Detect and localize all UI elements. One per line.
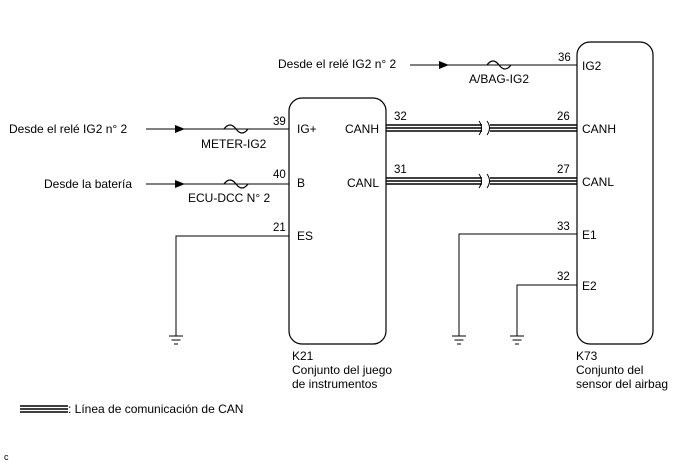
- k21-desc-line2: de instrumentos: [292, 377, 377, 391]
- k73-term-canh: CANH: [582, 122, 616, 136]
- k21-term-ig-plus: IG+: [297, 122, 317, 136]
- k21-pin-es: 21: [273, 222, 286, 234]
- fuse-ecu-dcc-label: ECU-DCC N° 2: [188, 191, 270, 205]
- k21-pin-b: 40: [273, 169, 286, 181]
- source-ig2-left: Desde el relé IG2 n° 2: [9, 122, 128, 136]
- wire-e1-ground: [458, 233, 577, 336]
- can-h-break: [478, 120, 490, 136]
- k21-term-b: B: [297, 176, 305, 190]
- can-h-bundle: [386, 124, 577, 132]
- k21-term-es: ES: [297, 229, 313, 243]
- k73-code: K73: [576, 349, 598, 363]
- k21-term-canh: CANH: [345, 122, 379, 136]
- k73-pin-canh: 26: [557, 111, 570, 123]
- k21-pin-ig-plus: 39: [273, 116, 286, 128]
- fuse-meter-ig2-label: METER-IG2: [201, 137, 267, 151]
- fuse-abag-ig2: [486, 60, 512, 70]
- can-l-break: [478, 173, 490, 189]
- k21-box: [288, 97, 387, 345]
- source-battery: Desde la batería: [44, 177, 132, 191]
- can-l-bundle: [386, 177, 577, 185]
- wire-es-ground: [175, 235, 289, 336]
- k21-desc-line1: Conjunto del juego: [292, 363, 392, 377]
- k21-pin-canh: 32: [394, 111, 407, 123]
- k73-pin-e2: 32: [557, 271, 570, 283]
- fuse-abag-ig2-label: A/BAG-IG2: [469, 72, 529, 86]
- k73-term-ig2: IG2: [582, 59, 602, 73]
- k73-box: [576, 41, 654, 345]
- fuse-meter-ig2: [223, 124, 249, 134]
- k21-pin-canl: 31: [394, 164, 407, 176]
- k73-term-e2: E2: [582, 279, 597, 293]
- k73-term-e1: E1: [582, 228, 597, 242]
- source-ig2-top: Desde el relé IG2 n° 2: [278, 57, 397, 71]
- k73-pin-ig2: 36: [558, 52, 571, 64]
- ground-symbol-e1: [452, 335, 466, 345]
- k73-pin-canl: 27: [557, 164, 570, 176]
- fuse-ecu-dcc: [223, 179, 249, 189]
- ground-symbol-es: [169, 335, 183, 345]
- k21-term-canl: CANL: [347, 176, 379, 190]
- k73-term-canl: CANL: [582, 175, 614, 189]
- k21-code: K21: [292, 349, 314, 363]
- corner-mark: c: [4, 452, 9, 462]
- legend-can-line-text: : Línea de comunicación de CAN: [68, 402, 243, 416]
- k73-desc-line2: sensor del airbag: [576, 377, 668, 391]
- wire-e2-ground: [516, 284, 577, 336]
- ground-symbol-e2: [510, 335, 524, 345]
- k73-pin-e1: 33: [557, 221, 570, 233]
- k73-desc-line1: Conjunto del: [576, 363, 643, 377]
- legend-can-line-symbol: [20, 405, 68, 413]
